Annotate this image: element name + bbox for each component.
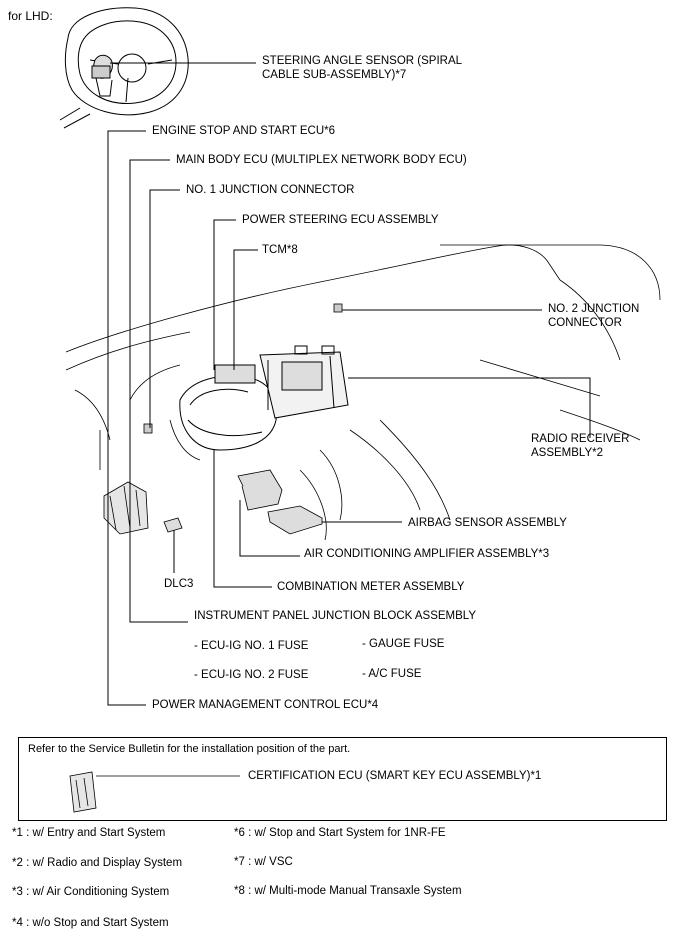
label-airbag-sensor: AIRBAG SENSOR ASSEMBLY <box>408 517 567 529</box>
label-junction-connector-2: NO. 2 JUNCTION CONNECTOR <box>548 303 640 329</box>
footnote-3: *3 : w/ Air Conditioning System <box>12 886 170 898</box>
label-tcm: TCM*8 <box>262 244 298 256</box>
dashboard-illustration <box>65 244 661 541</box>
leader-lines <box>107 62 591 706</box>
radio-receiver-illustration <box>259 345 349 419</box>
header-label: for LHD: <box>8 9 53 23</box>
label-certification-ecu: CERTIFICATION ECU (SMART KEY ECU ASSEMBL… <box>248 770 542 782</box>
airbag-sensor-illustration <box>267 505 324 535</box>
footnote-2: *2 : w/ Radio and Display System <box>12 857 183 869</box>
label-radio-receiver: RADIO RECEIVER ASSEMBLY*2 <box>531 433 630 459</box>
label-steering-angle-sensor: STEERING ANGLE SENSOR (SPIRAL CABLE SUB-… <box>262 55 462 81</box>
fuse-ac: - A/C FUSE <box>362 668 422 680</box>
note-box <box>18 737 667 821</box>
ac-amplifier-illustration <box>237 469 283 511</box>
footnote-6: *6 : w/ Stop and Start System for 1NR-FE <box>234 827 446 839</box>
label-main-body-ecu: MAIN BODY ECU (MULTIPLEX NETWORK BODY EC… <box>176 154 467 166</box>
steering-wheel-illustration <box>59 7 189 129</box>
note-text: Refer to the Service Bulletin for the in… <box>28 743 351 755</box>
label-dlc3: DLC3 <box>164 578 194 590</box>
fuse-gauge: - GAUGE FUSE <box>362 638 445 650</box>
footnote-4: *4 : w/o Stop and Start System <box>12 917 169 929</box>
junction-connector-2-illustration <box>333 303 343 313</box>
footnote-8: *8 : w/ Multi-mode Manual Transaxle Syst… <box>234 885 462 897</box>
combination-meter-illustration <box>179 364 278 451</box>
fuse-ecu-ig-2: - ECU-IG NO. 2 FUSE <box>194 669 309 681</box>
certification-ecu-illustration <box>69 771 240 813</box>
label-engine-stop-start-ecu: ENGINE STOP AND START ECU*6 <box>152 125 335 137</box>
fuse-ecu-ig-1: - ECU-IG NO. 1 FUSE <box>194 640 309 652</box>
dlc3-illustration <box>163 517 183 533</box>
label-ac-amplifier: AIR CONDITIONING AMPLIFIER ASSEMBLY*3 <box>304 548 550 560</box>
label-power-steering-ecu: POWER STEERING ECU ASSEMBLY <box>242 214 439 226</box>
junction-block-illustration <box>103 481 149 535</box>
footnote-1: *1 : w/ Entry and Start System <box>12 827 166 839</box>
junction-connector-1-illustration <box>143 423 153 434</box>
label-power-mgmt-ecu: POWER MANAGEMENT CONTROL ECU*4 <box>152 699 379 711</box>
footnote-7: *7 : w/ VSC <box>234 856 293 868</box>
label-combination-meter: COMBINATION METER ASSEMBLY <box>277 581 465 593</box>
label-instrument-panel-jb: INSTRUMENT PANEL JUNCTION BLOCK ASSEMBLY <box>194 610 477 622</box>
label-junction-connector-1: NO. 1 JUNCTION CONNECTOR <box>186 184 355 196</box>
